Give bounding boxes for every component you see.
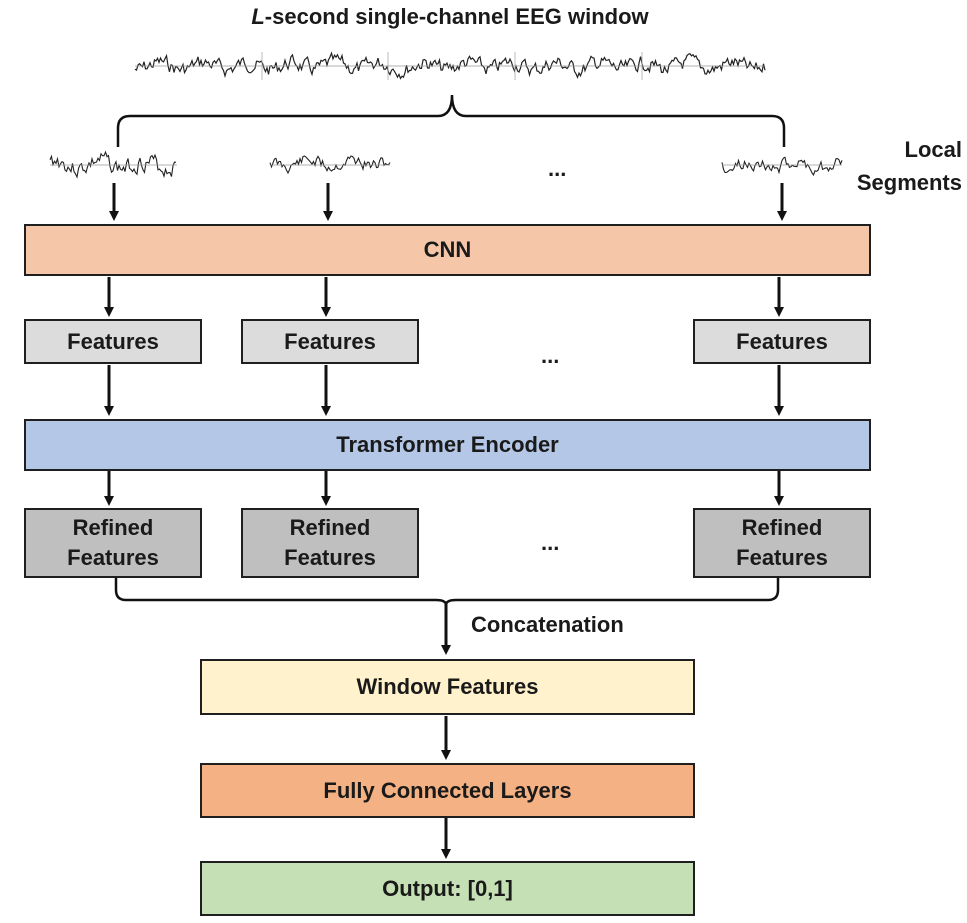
refined-features-box-2: Refined Features: [241, 508, 419, 578]
window-features-label: Window Features: [356, 674, 539, 700]
local-segments-label: Local Segments: [856, 137, 962, 195]
local-segment-waveform-2: [269, 155, 391, 175]
output-box: Output: [0,1]: [200, 861, 695, 916]
refined-ellipsis: ...: [541, 530, 560, 555]
title-text: -second single-channel EEG window: [264, 4, 649, 29]
fully-connected-label: Fully Connected Layers: [323, 777, 572, 803]
local-segment-waveform-1: [49, 150, 177, 179]
diagram-title: L-second single-channel EEG window: [0, 4, 900, 30]
segment-brace: [116, 94, 786, 147]
title-italic-l: L: [251, 4, 265, 29]
refined-features-label-2: Refined Features: [284, 515, 376, 570]
segment-ellipsis: ...: [548, 156, 567, 181]
transformer-encoder-box: Transformer Encoder: [24, 419, 871, 471]
output-label: Output: [0,1]: [382, 875, 513, 901]
eeg-window-waveform: [134, 51, 766, 80]
features-box-2: Features: [241, 319, 419, 364]
features-box-1: Features: [24, 319, 202, 364]
refined-features-label-3: Refined Features: [736, 515, 828, 570]
features-label-3: Features: [736, 328, 828, 354]
concatenation-bracket: [114, 578, 780, 606]
features-label-2: Features: [284, 328, 376, 354]
cnn-box: CNN: [24, 224, 871, 276]
local-segment-waveform-3: [721, 156, 843, 177]
refined-features-box-3: Refined Features: [693, 508, 871, 578]
window-features-box: Window Features: [200, 659, 695, 715]
refined-features-box-1: Refined Features: [24, 508, 202, 578]
features-box-3: Features: [693, 319, 871, 364]
features-label-1: Features: [67, 328, 159, 354]
fully-connected-box: Fully Connected Layers: [200, 763, 695, 818]
concatenation-label: Concatenation: [471, 612, 624, 637]
cnn-label: CNN: [423, 237, 472, 263]
transformer-encoder-label: Transformer Encoder: [336, 432, 559, 458]
refined-features-label-1: Refined Features: [67, 515, 159, 570]
features-ellipsis: ...: [541, 343, 560, 368]
